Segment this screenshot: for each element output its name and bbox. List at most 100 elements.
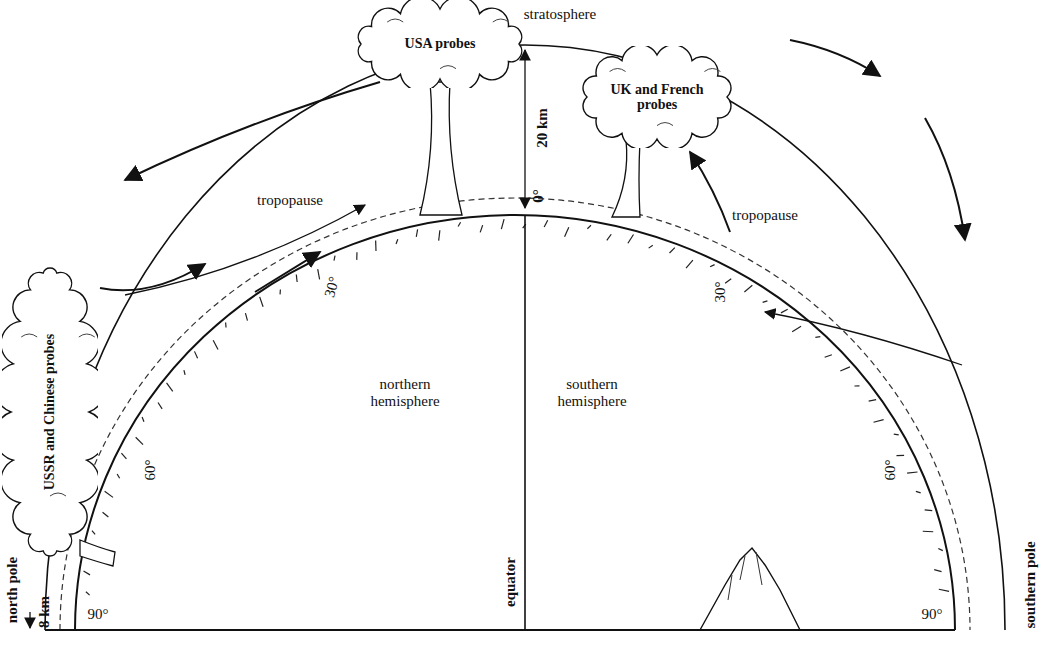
cloud-detail (50, 493, 66, 496)
texture-stroke (356, 252, 357, 260)
diagram-label: 30° (712, 282, 729, 303)
texture-stroke (938, 548, 943, 550)
cloud-detail (79, 334, 95, 337)
probe-label: USA probes (374, 36, 506, 51)
mushroom-cloud: USA probes (352, 0, 528, 88)
baseline (45, 629, 955, 631)
diagram-label: 0° (530, 189, 547, 203)
texture-stroke (158, 403, 162, 409)
texture-stroke (744, 285, 752, 292)
stratosphere-boundary (45, 45, 1005, 630)
texture-stroke (245, 313, 247, 320)
texture-stroke (934, 570, 941, 572)
texture-stroke (763, 301, 768, 302)
texture-stroke (869, 400, 876, 401)
cloud-detail (493, 19, 509, 22)
cloud-detail (657, 123, 673, 126)
texture-stroke (923, 531, 933, 533)
mountain-shading (728, 552, 762, 600)
cloud-shape (583, 46, 731, 148)
texture-stroke (225, 323, 227, 328)
texture-stroke (121, 453, 126, 459)
equator-line (524, 215, 526, 630)
texture-stroke (334, 256, 335, 261)
texture-stroke (894, 434, 899, 436)
texture-stroke (103, 512, 109, 517)
texture-stroke (184, 370, 185, 375)
texture-stroke (279, 289, 281, 294)
texture-stroke (296, 274, 298, 282)
texture-stroke (136, 437, 143, 444)
texture-stroke (117, 474, 120, 478)
cloud-detail (610, 69, 626, 72)
diagram-label: tropopause (732, 207, 798, 224)
surface-texture (84, 219, 950, 595)
cloud-shape (358, 0, 521, 88)
texture-stroke (907, 472, 917, 473)
texture-stroke (260, 297, 263, 307)
diagram-label: 30° (321, 275, 342, 300)
diagram-label: north pole (4, 557, 21, 623)
texture-stroke (416, 229, 417, 236)
texture-stroke (480, 225, 482, 232)
height-dimension (29, 612, 30, 628)
earth-surface (75, 215, 955, 630)
texture-stroke (142, 417, 144, 422)
texture-stroke (105, 491, 113, 497)
texture-stroke (781, 309, 788, 313)
tropopause-line (60, 198, 970, 630)
texture-stroke (649, 245, 653, 248)
diagram-label: tropopause (257, 192, 323, 209)
diagram-label: 8 km (36, 596, 53, 628)
texture-stroke (501, 219, 504, 229)
texture-stroke (84, 571, 90, 575)
diagram-label: 60° (142, 460, 159, 481)
mountain (700, 548, 800, 630)
texture-stroke (318, 269, 320, 279)
texture-stroke (458, 222, 460, 226)
circulation-arrows (100, 40, 965, 365)
cloud-shape (2, 268, 98, 556)
texture-stroke (925, 509, 933, 511)
texture-stroke (792, 326, 801, 331)
texture-stroke (92, 531, 95, 535)
texture-stroke (86, 592, 90, 595)
texture-stroke (439, 230, 440, 240)
mushroom-cloud: USSR and Chinese probes (2, 262, 98, 562)
texture-stroke (544, 220, 548, 227)
texture-stroke (375, 241, 377, 251)
diagram-label: stratosphere (524, 6, 596, 23)
texture-stroke (854, 385, 859, 386)
texture-stroke (686, 260, 693, 268)
cloud-stem (80, 540, 115, 566)
probe-label: UK and French probes (600, 82, 714, 113)
texture-stroke (587, 225, 591, 228)
texture-stroke (840, 367, 850, 371)
texture-stroke (669, 248, 674, 253)
texture-stroke (194, 351, 197, 358)
diagram-label: southern hemisphere (537, 376, 647, 409)
texture-stroke (825, 355, 832, 358)
texture-stroke (607, 234, 611, 240)
texture-stroke (213, 340, 218, 349)
texture-stroke (896, 455, 904, 457)
texture-stroke (628, 234, 634, 243)
cloud-stem (612, 140, 640, 217)
diagram-label: 20 km (534, 108, 551, 148)
diagram-label: 90° (922, 606, 943, 623)
texture-stroke (874, 420, 884, 423)
diagram-label: equator (502, 557, 519, 607)
texture-stroke (916, 491, 921, 492)
texture-stroke (939, 589, 949, 591)
diagram-label: 60° (882, 460, 899, 481)
texture-stroke (710, 265, 714, 267)
texture-stroke (565, 227, 569, 237)
diagram-label: 90° (88, 606, 109, 623)
cloud-detail (440, 66, 456, 69)
mushroom-cloud: UK and French probes (578, 46, 736, 148)
diagram-label: northern hemisphere (350, 376, 460, 409)
texture-stroke (815, 336, 820, 338)
cloud-detail (21, 334, 37, 337)
texture-stroke (396, 239, 398, 244)
